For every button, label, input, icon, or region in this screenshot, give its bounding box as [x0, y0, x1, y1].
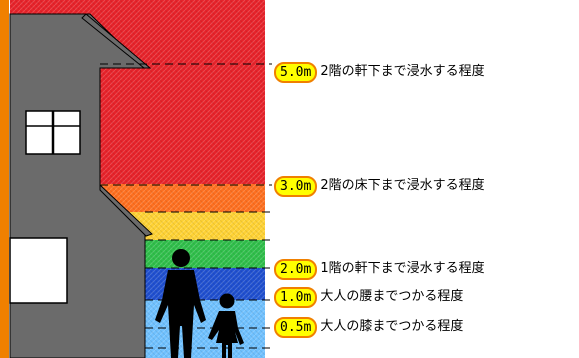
- depth-badge: 5.0m: [274, 61, 318, 83]
- roof-eave-lower: [99, 183, 153, 237]
- depth-badge: 2.0m: [274, 258, 318, 280]
- depth-badge: 3.0m: [274, 175, 318, 197]
- level-description: 2階の床下まで浸水する程度: [320, 178, 485, 193]
- wall-edge-line: [0, 0, 9, 358]
- depth-badge: 0.5m: [274, 316, 318, 338]
- depth-badge: 1.0m: [274, 286, 318, 308]
- level-description: 2階の軒下まで浸水する程度: [320, 64, 485, 79]
- window-first-floor: [9, 237, 68, 304]
- level-lines: [100, 63, 272, 349]
- adult-silhouette: [155, 249, 206, 358]
- roof-eave-upper: [81, 13, 152, 69]
- child-silhouette: [208, 293, 244, 358]
- level-description: 大人の腰までつかる程度: [320, 289, 464, 304]
- level-description: 大人の膝までつかる程度: [320, 319, 464, 334]
- window-second-floor: [25, 110, 81, 155]
- level-description: 1階の軒下まで浸水する程度: [320, 261, 485, 276]
